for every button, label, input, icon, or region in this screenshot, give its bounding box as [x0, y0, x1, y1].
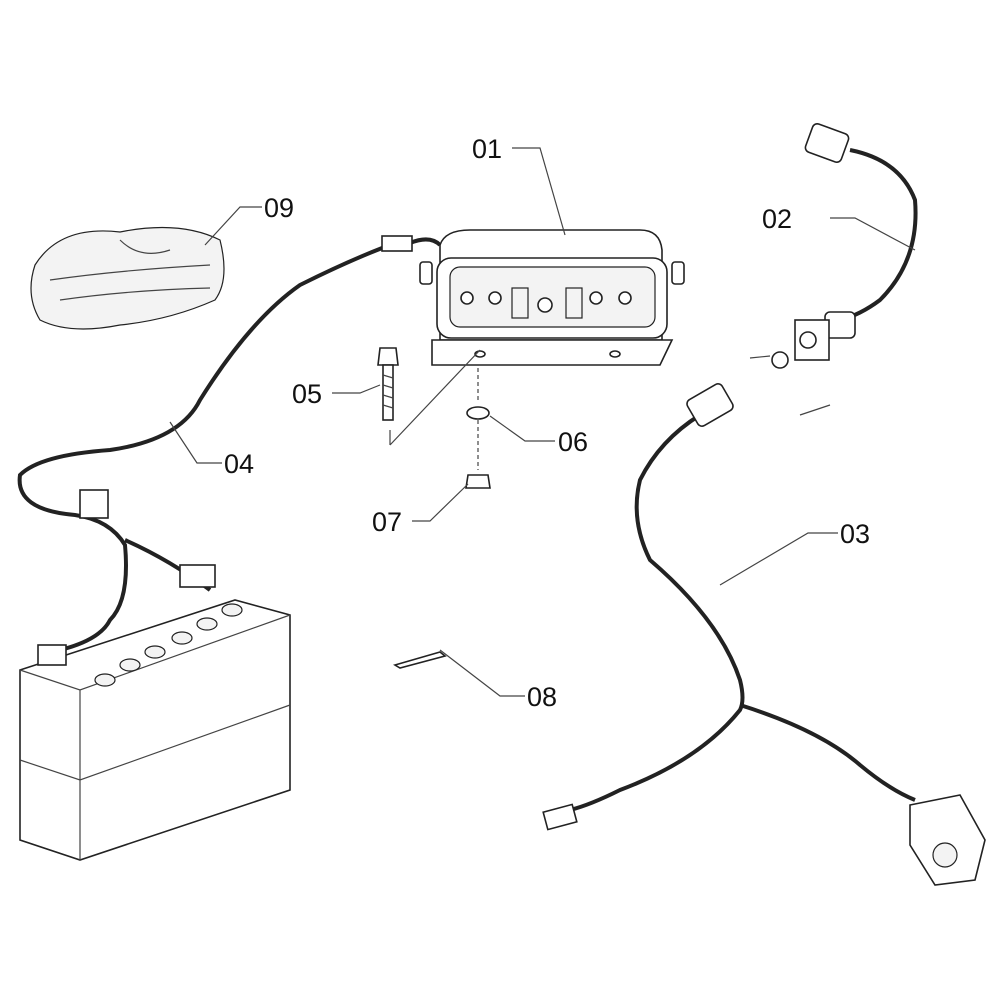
callout-03: 03 [840, 519, 870, 549]
bolt-part[interactable] [377, 347, 399, 421]
callout-02: 02 [762, 204, 792, 234]
washer-part[interactable] [466, 406, 490, 420]
gloves-part[interactable] [30, 226, 225, 330]
battery-cable-part[interactable] [17, 235, 442, 652]
callout-05: 05 [292, 379, 322, 409]
callout-01: 01 [472, 134, 502, 164]
battery[interactable] [19, 599, 291, 861]
socket-cable-part[interactable] [749, 122, 918, 416]
callout-08: 08 [527, 682, 557, 712]
nut-part[interactable] [465, 474, 491, 489]
callout-09: 09 [264, 193, 294, 223]
callout-06: 06 [558, 427, 588, 457]
callout-07: 07 [372, 507, 402, 537]
callout-04: 04 [224, 449, 254, 479]
main-harness-part[interactable] [542, 382, 986, 886]
control-panel-part[interactable] [419, 229, 685, 366]
cable-tie-part[interactable] [393, 651, 447, 669]
leader-lines [169, 147, 916, 697]
